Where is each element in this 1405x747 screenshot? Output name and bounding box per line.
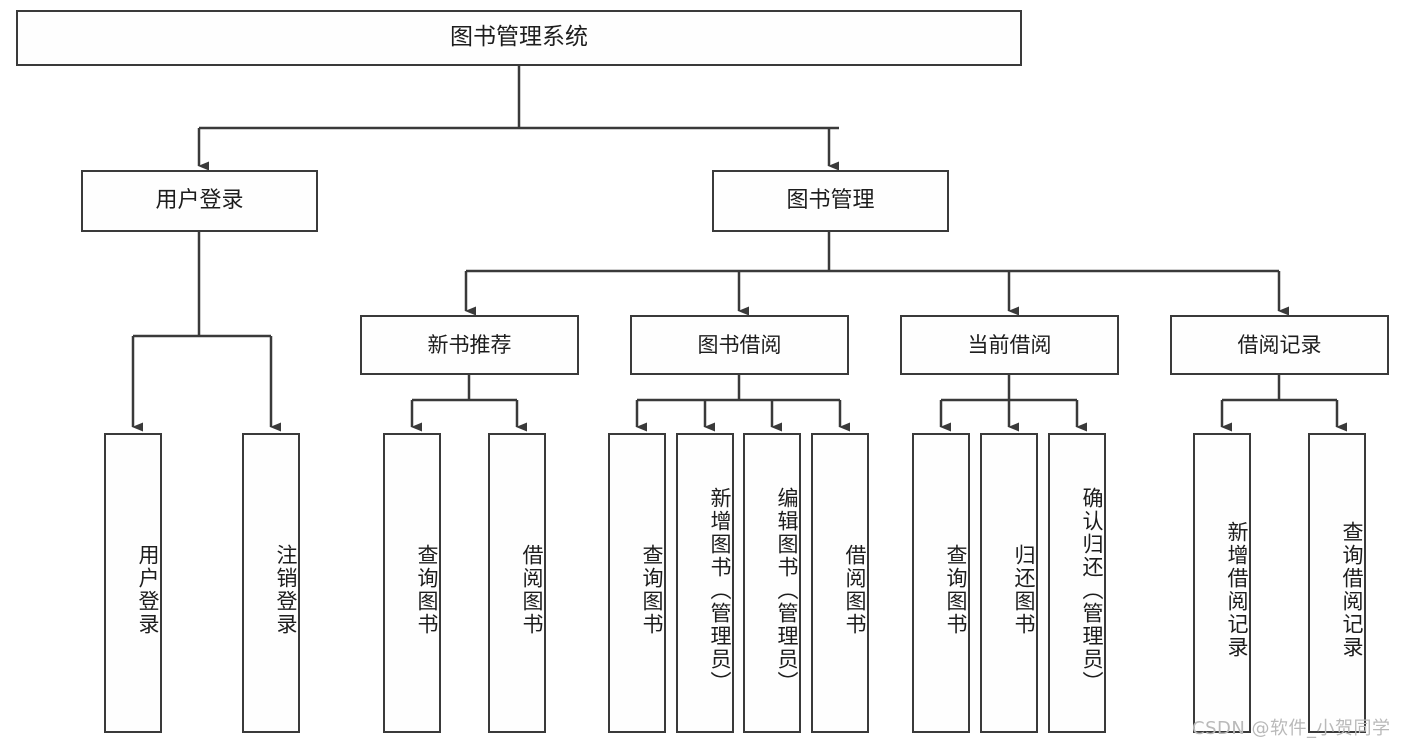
node-label: 编辑图书（管理员） (775, 486, 799, 694)
node-current-borrow[interactable]: 当前借阅 (900, 315, 1119, 375)
node-label: 借阅图书 (843, 544, 867, 636)
node-label: 图书借阅 (697, 332, 782, 357)
node-label: 归还图书 (1012, 544, 1036, 636)
node-label: 确认归还（管理员） (1080, 486, 1104, 694)
node-user-login[interactable]: 用户登录 (81, 170, 318, 232)
node-borrow-record[interactable]: 借阅记录 (1170, 315, 1389, 375)
node-label: 注销登录 (274, 544, 298, 636)
leaf-logout[interactable]: 注销登录 (242, 433, 300, 733)
leaf-user-login[interactable]: 用户登录 (104, 433, 162, 733)
leaf-confirm-return-admin[interactable]: 确认归还（管理员） (1048, 433, 1106, 733)
node-label: 查询借阅记录 (1340, 521, 1364, 659)
node-label: 查询图书 (640, 544, 664, 636)
node-label: 查询图书 (415, 544, 439, 636)
node-label: 用户登录 (155, 188, 244, 214)
leaf-borrow-book[interactable]: 借阅图书 (811, 433, 869, 733)
leaf-add-borrow-record[interactable]: 新增借阅记录 (1193, 433, 1251, 733)
node-book-management[interactable]: 图书管理 (712, 170, 949, 232)
node-label: 借阅图书 (520, 544, 544, 636)
leaf-return-book[interactable]: 归还图书 (980, 433, 1038, 733)
node-label: 图书管理 (786, 188, 875, 214)
node-root-system[interactable]: 图书管理系统 (16, 10, 1022, 66)
leaf-query-book-borrow[interactable]: 查询图书 (608, 433, 666, 733)
node-label: 新增图书（管理员） (708, 486, 732, 694)
node-label: 新书推荐 (427, 332, 512, 357)
leaf-borrow-book-recommend[interactable]: 借阅图书 (488, 433, 546, 733)
leaf-query-borrow-record[interactable]: 查询借阅记录 (1308, 433, 1366, 733)
node-book-borrow[interactable]: 图书借阅 (630, 315, 849, 375)
node-label: 查询图书 (944, 544, 968, 636)
node-new-book-recommend[interactable]: 新书推荐 (360, 315, 579, 375)
node-label: 当前借阅 (967, 332, 1052, 357)
leaf-add-book-admin[interactable]: 新增图书（管理员） (676, 433, 734, 733)
leaf-query-book-current[interactable]: 查询图书 (912, 433, 970, 733)
node-label: 用户登录 (136, 544, 160, 636)
watermark-text: CSDN @软件_小贺同学 (1192, 718, 1391, 739)
node-label: 图书管理系统 (450, 24, 588, 51)
leaf-edit-book-admin[interactable]: 编辑图书（管理员） (743, 433, 801, 733)
leaf-query-book-recommend[interactable]: 查询图书 (383, 433, 441, 733)
node-label: 借阅记录 (1237, 332, 1322, 357)
node-label: 新增借阅记录 (1225, 521, 1249, 659)
